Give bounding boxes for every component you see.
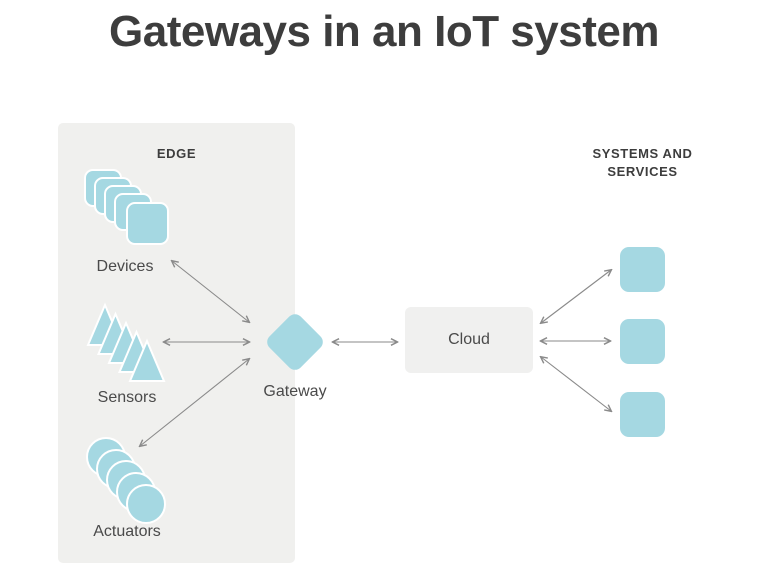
- systems-services-heading: SYSTEMS AND SERVICES: [592, 146, 693, 180]
- sensors-label: Sensors: [97, 389, 157, 406]
- system-square-icon: [620, 247, 665, 292]
- actuator-circle-icon: [126, 484, 166, 524]
- page-title: Gateways in an IoT system: [109, 7, 659, 56]
- device-square-icon: [126, 202, 169, 245]
- devices-label: Devices: [96, 258, 154, 275]
- cloud-label: Cloud: [448, 331, 490, 348]
- cloud-box: Cloud: [405, 307, 533, 373]
- sensor-triangles-stack-icon: [86, 302, 166, 382]
- arrow-cloud-system1: [541, 270, 611, 323]
- edge-panel-heading: EDGE: [156, 146, 197, 161]
- system-square-icon: [620, 319, 665, 364]
- system-square-icon: [620, 392, 665, 437]
- gateway-label: Gateway: [263, 383, 327, 400]
- actuators-label: Actuators: [93, 523, 161, 540]
- arrow-cloud-system3: [541, 357, 611, 411]
